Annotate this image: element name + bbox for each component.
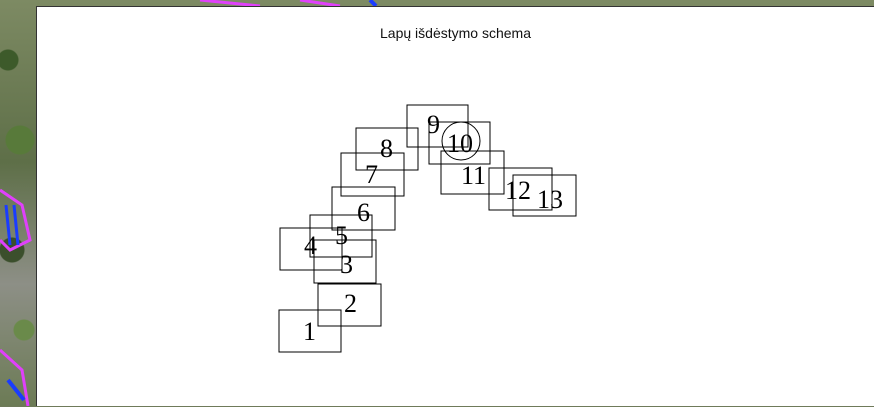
sheet-label-1: 1 xyxy=(303,317,316,346)
sheet-frame-1[interactable] xyxy=(278,309,342,353)
sheet-label-5: 5 xyxy=(335,221,348,250)
sheet-frame-4[interactable] xyxy=(279,227,343,271)
sheet-label-11: 11 xyxy=(461,161,486,190)
sheet-frame-11[interactable] xyxy=(440,150,505,195)
sheet-label-2: 2 xyxy=(344,289,357,318)
sheet-label-12: 12 xyxy=(505,176,531,205)
sheet-label-3: 3 xyxy=(340,250,353,279)
sheet-layout-dialog: Lapų išdėstymo schema 1 2 3 4 5 6 7 8 9 xyxy=(36,6,874,406)
sheet-frame-3[interactable] xyxy=(313,239,377,284)
sheet-frame-13[interactable] xyxy=(512,174,577,217)
sheet-label-7: 7 xyxy=(365,160,378,189)
sheet-layout-scheme: 1 2 3 4 5 6 7 8 9 10 11 12 13 xyxy=(278,104,577,353)
sheet-label-13: 13 xyxy=(537,185,563,214)
sheet-frame-2[interactable] xyxy=(317,283,382,327)
sheet-label-4: 4 xyxy=(304,231,317,260)
sheet-label-8: 8 xyxy=(380,134,393,163)
sheet-label-10: 10 xyxy=(447,129,473,158)
sheet-frame-6[interactable] xyxy=(331,186,396,231)
sheet-frame-9[interactable] xyxy=(406,104,469,148)
scheme-title: Lapų išdėstymo schema xyxy=(380,25,531,41)
sheet-label-9: 9 xyxy=(427,110,440,139)
sheet-frame-12[interactable] xyxy=(488,167,553,211)
sheet-frame-7[interactable] xyxy=(340,152,405,197)
sheet-label-6: 6 xyxy=(357,198,370,227)
sheet-frame-8[interactable] xyxy=(355,127,419,171)
sheet-frame-5[interactable] xyxy=(309,214,373,258)
sheet-10-circle xyxy=(441,121,481,161)
